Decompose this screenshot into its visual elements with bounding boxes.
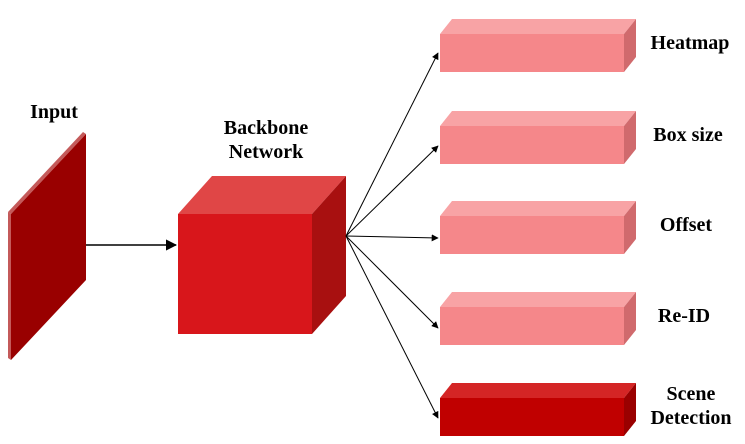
arrow-to-offset xyxy=(345,234,439,242)
arrow-to-re-id xyxy=(345,235,439,329)
scene-detection-label: Scene Detection xyxy=(641,382,741,430)
arrow-to-box-size xyxy=(345,145,439,237)
head-block-front xyxy=(440,126,624,164)
head-block-front xyxy=(440,398,624,436)
head-block-box-size xyxy=(440,111,636,164)
arrow-to-heatmap xyxy=(345,52,439,237)
head-block-side xyxy=(624,383,636,436)
head-block-side xyxy=(624,19,636,72)
backbone-cube-side xyxy=(312,176,346,334)
input-slab xyxy=(8,132,86,360)
offset-label: Offset xyxy=(659,214,713,236)
head-arrows xyxy=(345,52,439,419)
head-block-top xyxy=(440,111,636,126)
heatmap-label: Heatmap xyxy=(650,32,730,54)
head-block-top xyxy=(440,201,636,216)
head-block-top xyxy=(440,383,636,398)
arrow-to-scene-detection xyxy=(345,235,439,419)
scene-detection-label-line2: Detection xyxy=(650,407,732,429)
backbone-cube-front xyxy=(178,214,312,334)
box-size-label: Box size xyxy=(653,124,723,146)
re-id-label: Re-ID xyxy=(657,305,711,327)
head-block-top xyxy=(440,19,636,34)
head-block-side xyxy=(624,292,636,345)
head-block-re-id xyxy=(440,292,636,345)
backbone-label-line1: Backbone xyxy=(223,117,309,139)
input-label: Input xyxy=(30,101,78,123)
head-block-scene-detection xyxy=(440,383,636,436)
head-block-offset xyxy=(440,201,636,254)
backbone-cube-top xyxy=(178,176,346,214)
head-block-front xyxy=(440,216,624,254)
input-slab-edge xyxy=(8,132,86,214)
input-slab-left-edge xyxy=(8,212,11,360)
head-block-side xyxy=(624,201,636,254)
input-slab-face xyxy=(11,134,86,360)
backbone-label-line2: Network xyxy=(228,141,304,163)
head-block-heatmap xyxy=(440,19,636,72)
backbone-label: Backbone Network xyxy=(196,116,336,164)
head-block-front xyxy=(440,34,624,72)
head-block-top xyxy=(440,292,636,307)
head-block-front xyxy=(440,307,624,345)
scene-detection-label-line1: Scene xyxy=(666,383,716,405)
head-block-side xyxy=(624,111,636,164)
backbone-cube xyxy=(178,176,346,334)
